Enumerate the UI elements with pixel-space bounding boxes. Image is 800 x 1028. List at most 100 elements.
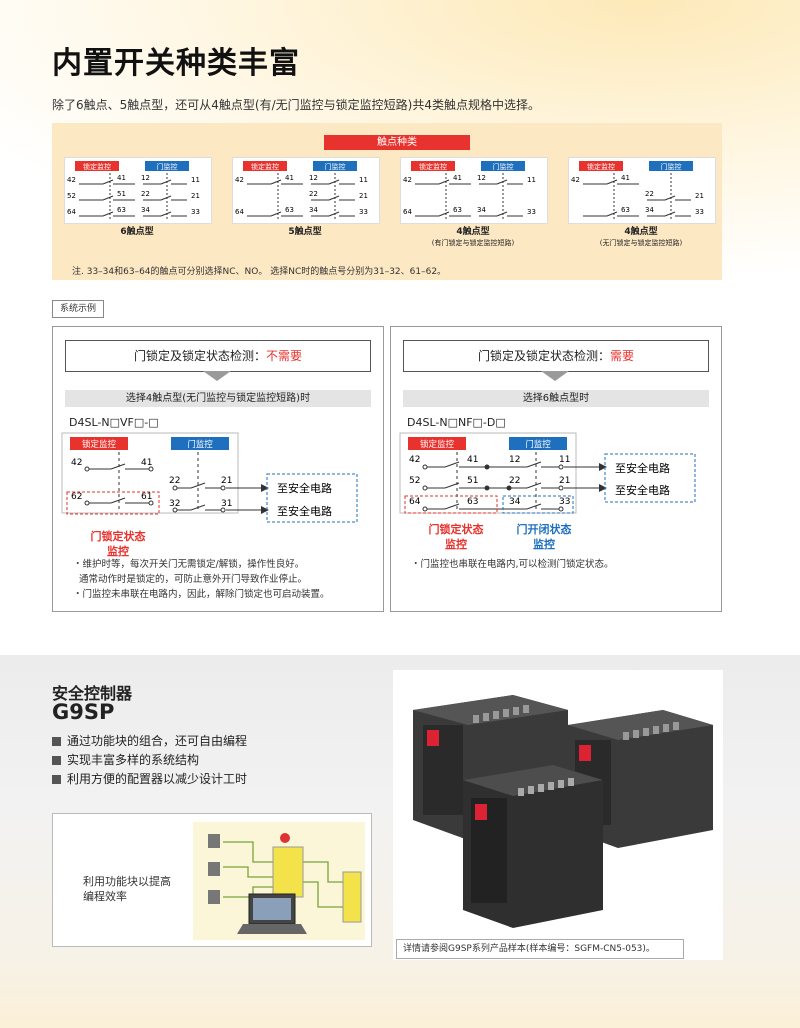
feature-text: 通过功能块的组合，还可自由编程 (67, 734, 248, 748)
lock-status-monitor-label: 门锁定状态 监控 (73, 529, 163, 559)
terminal: 12 (477, 174, 486, 182)
terminal: 22 (169, 476, 180, 486)
terminal: 61 (141, 492, 152, 502)
door-monitor-label: 门监控 (493, 162, 514, 171)
terminal: 11 (527, 176, 536, 184)
terminal: 64 (403, 208, 412, 216)
terminal: 33 (527, 208, 536, 216)
terminal: 41 (621, 174, 630, 182)
safety-circuit-label: 至安全电路 (277, 481, 332, 495)
terminal: 42 (235, 176, 244, 184)
terminal: 22 (645, 190, 654, 198)
g9sp-model: G9SP (52, 700, 115, 724)
terminal: 11 (359, 176, 368, 184)
bullet: ・门监控也串联在电路内,可以检测门锁定状态。 (411, 559, 614, 570)
bullet: ・维护时等，每次开关门无需锁定/解锁，操作性良好。 (73, 559, 305, 570)
function-block-illustration (193, 822, 365, 940)
feature-item: 实现丰富多样的系统结构 (52, 751, 199, 768)
door-monitor-tag (171, 437, 229, 450)
lock-monitor-label: 锁定监控 (82, 439, 117, 450)
g9sp-title: 安全控制器 (52, 684, 133, 703)
product-photo (393, 670, 723, 960)
caption-main: 5触点型 (288, 227, 322, 237)
heading-value: 不需要 (266, 349, 303, 363)
terminal: 42 (409, 455, 420, 465)
terminal: 33 (695, 208, 704, 216)
example-left-heading: 门锁定及锁定状态检测：不需要 (65, 340, 371, 372)
contact-variant-caption: 6触点型 (64, 227, 210, 238)
example-left-diagram: 锁定监控 门监控 42 41 62 61 22 21 32 31 至安全电路 至… (61, 432, 358, 523)
safety-circuit-label: 至安全电路 (615, 461, 670, 475)
terminal: 22 (141, 190, 150, 198)
heading-value: 需要 (610, 349, 635, 363)
bullet: ・门监控未串联在电路内，因此，解除门锁定也可启动装置。 (73, 589, 330, 600)
terminal: 41 (285, 174, 294, 182)
example-right-diagram: 锁定监控 门监控 42 41 12 11 52 51 22 21 64 63 3… (399, 432, 696, 514)
contact-types-tag: 触点种类 (324, 135, 470, 150)
terminal: 52 (409, 476, 420, 486)
door-monitor-tag (649, 161, 693, 171)
terminal: 21 (695, 192, 704, 200)
bullet-square-icon (52, 775, 61, 784)
down-arrow-icon (541, 371, 569, 381)
example-left-selection: 选择4触点型(无门监控与锁定监控短路)时 (65, 390, 371, 407)
lock-status-monitor-label: 门锁定状态 监控 (411, 522, 501, 552)
lock-monitor-label: 锁定监控 (419, 162, 447, 171)
door-monitor-label: 门监控 (325, 162, 346, 171)
lock-monitor-tag (75, 161, 119, 171)
terminal: 42 (67, 176, 76, 184)
door-monitor-label: 门监控 (525, 439, 551, 450)
lock-monitor-tag (243, 161, 287, 171)
down-arrow-icon (203, 371, 231, 381)
door-monitor-label: 门监控 (187, 439, 213, 450)
lock-monitor-tag (408, 437, 466, 450)
terminal: 64 (409, 497, 421, 507)
monitor-text: 门锁定状态 监控 (428, 523, 484, 551)
example-right: 门锁定及锁定状态检测：需要 选择6触点型时 D4SL-N□NF□-D□ 锁定监控… (390, 326, 722, 612)
caption-sub: (无门锁定与锁定监控短路) (599, 239, 683, 247)
heading-prefix: 门锁定及锁定状态检测： (133, 349, 266, 363)
terminal: 63 (453, 206, 462, 214)
example-right-selection: 选择6触点型时 (403, 390, 709, 407)
terminal: 52 (67, 192, 76, 200)
terminal: 12 (309, 174, 318, 182)
catalog-reference-note: 详情请参阅G9SP系列产品样本(样本编号：SGFM-CN5-053)。 (396, 939, 684, 959)
terminal: 63 (621, 206, 630, 214)
terminal: 34 (309, 206, 318, 214)
terminal: 41 (141, 458, 152, 468)
caption-sub: (有门锁定与锁定监控短路) (431, 239, 515, 247)
contact-variant-caption: 4触点型(有门锁定与锁定监控短路) (400, 227, 546, 249)
terminal: 51 (467, 476, 478, 486)
g9sp-controller-image (413, 695, 713, 928)
monitor-text: 门开闭状态 监控 (516, 523, 572, 551)
door-monitor-tag (145, 161, 189, 171)
terminal: 21 (191, 192, 200, 200)
contact-variant-caption: 5触点型 (232, 227, 378, 238)
lock-monitor-tag (411, 161, 455, 171)
door-status-monitor-label: 门开闭状态 监控 (499, 522, 589, 552)
lock-monitor-label: 锁定监控 (251, 162, 279, 171)
terminal: 22 (509, 476, 520, 486)
feature-text: 实现丰富多样的系统结构 (67, 753, 200, 767)
door-monitor-label: 门监控 (661, 162, 682, 171)
feature-item: 利用方便的配置器以减少设计工时 (52, 770, 247, 787)
terminal: 33 (559, 497, 570, 507)
terminal: 41 (467, 455, 478, 465)
contact-variant-caption: 4触点型(无门锁定与锁定监控短路) (568, 227, 714, 249)
intro-text: 除了6触点、5触点型，还可从4触点型(有/无门监控与锁定监控短路)共4类触点规格… (52, 98, 540, 112)
example-left-model: D4SL-N□VF□-□ (69, 416, 159, 429)
terminal: 21 (359, 192, 368, 200)
terminal: 11 (559, 455, 570, 465)
terminal: 41 (453, 174, 462, 182)
terminal: 63 (117, 206, 126, 214)
bullet-square-icon (52, 756, 61, 765)
terminal: 22 (309, 190, 318, 198)
terminal: 41 (117, 174, 126, 182)
safety-circuit-label: 至安全电路 (277, 504, 332, 518)
terminal: 42 (403, 176, 412, 184)
function-block-box: 利用功能块以提高 编程效率 (52, 813, 372, 947)
lock-monitor-label: 锁定监控 (83, 162, 111, 171)
door-monitor-tag (313, 161, 357, 171)
